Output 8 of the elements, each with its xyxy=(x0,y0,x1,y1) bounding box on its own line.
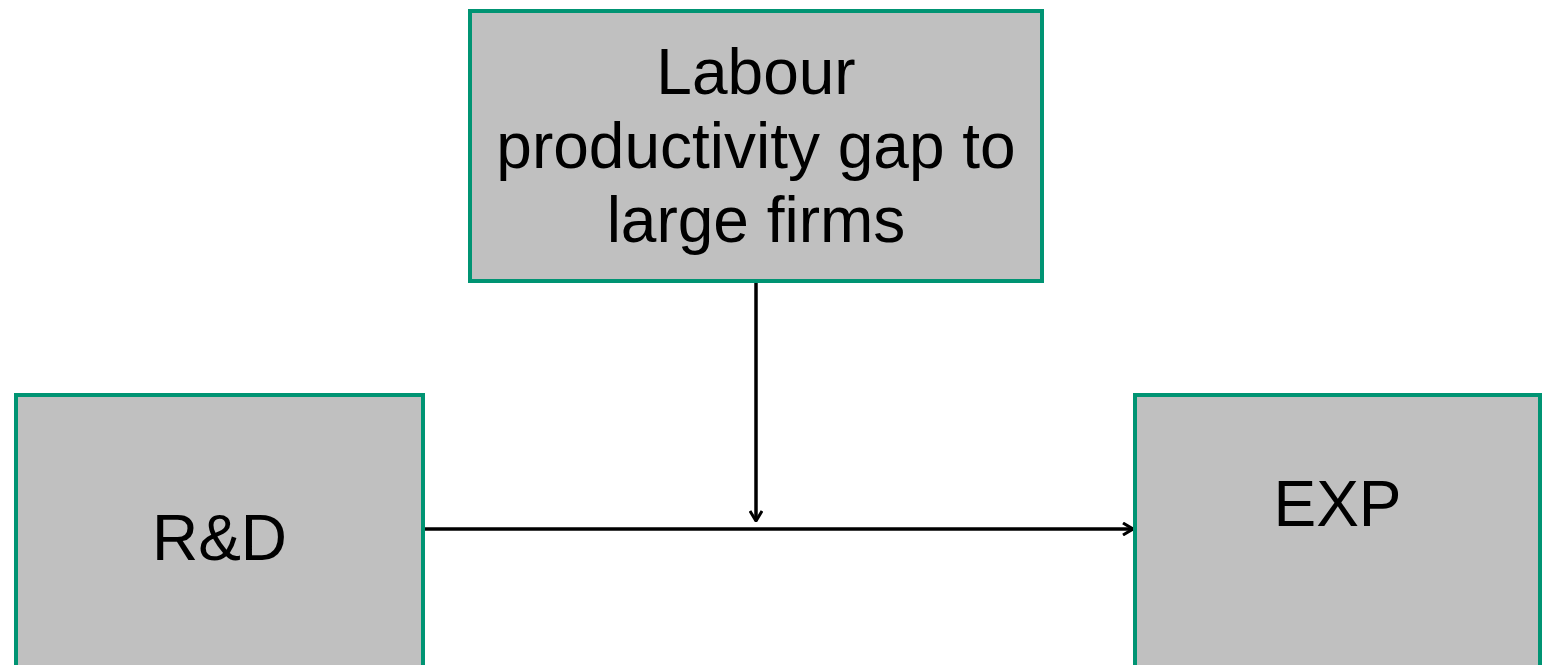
node-label: Labour productivity gap to large firms xyxy=(495,34,1017,258)
arrow xyxy=(748,283,764,523)
variable-box xyxy=(14,393,425,665)
node-label: EXP xyxy=(1273,466,1402,542)
variable-box xyxy=(1133,393,1542,665)
node-label: R&D xyxy=(151,500,288,576)
arrow xyxy=(425,521,1135,537)
variable-box xyxy=(468,9,1044,283)
